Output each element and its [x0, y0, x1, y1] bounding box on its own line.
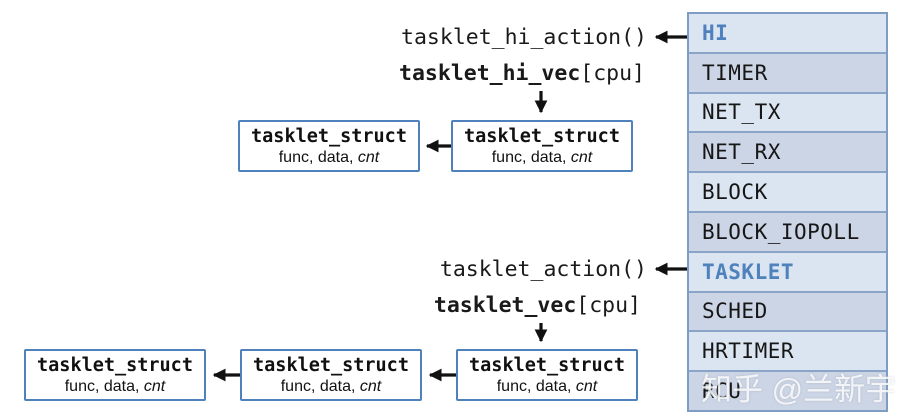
struct-fields-cnt: cnt [359, 377, 382, 395]
tasklet-struct-node-1: tasklet_struct func, data, cnt [24, 349, 206, 401]
tasklet-struct-node-3: tasklet_struct func, data, cnt [456, 349, 638, 401]
softirq-row-tasklet: TASKLET [689, 252, 886, 293]
struct-fields: func, data, cnt [492, 148, 593, 167]
tasklet-vec-index: [cpu] [576, 293, 641, 318]
softirq-row-net-tx: NET_TX [689, 93, 886, 134]
struct-fields-text: func, data, [278, 148, 358, 166]
softirq-row-sched: SCHED [689, 292, 886, 333]
struct-title: tasklet_struct [469, 354, 625, 376]
softirq-row-rcu: RCU [689, 372, 886, 410]
hi-tasklet-struct-node-1: tasklet_struct func, data, cnt [238, 120, 420, 172]
hi-vec-name: tasklet_hi_vec [399, 61, 581, 86]
struct-fields: func, data, cnt [279, 148, 380, 167]
tasklet-struct-node-2: tasklet_struct func, data, cnt [240, 349, 422, 401]
tasklet-action-label: tasklet_action() [439, 257, 647, 282]
struct-fields-text: func, data, [280, 377, 360, 395]
softirq-table: HI TIMER NET_TX NET_RX BLOCK BLOCK_IOPOL… [687, 12, 888, 412]
struct-fields-text: func, data, [491, 148, 571, 166]
tasklet-vec-name: tasklet_vec [433, 293, 577, 318]
struct-title: tasklet_struct [37, 354, 193, 376]
watermark-text: 知乎 @兰新宇 [701, 372, 897, 407]
struct-fields-text: func, data, [496, 377, 576, 395]
struct-title: tasklet_struct [253, 354, 409, 376]
struct-fields-cnt: cnt [357, 148, 380, 166]
struct-fields: func, data, cnt [65, 377, 166, 396]
struct-fields-cnt: cnt [570, 148, 593, 166]
struct-fields: func, data, cnt [281, 377, 382, 396]
hi-vec-index: [cpu] [580, 61, 645, 86]
struct-fields-cnt: cnt [575, 377, 598, 395]
hi-vec-label: tasklet_hi_vec[cpu] [399, 61, 645, 86]
struct-title: tasklet_struct [251, 125, 407, 147]
softirq-row-timer: TIMER [689, 53, 886, 94]
tasklet-vec-label: tasklet_vec[cpu] [434, 293, 641, 318]
softirq-row-hi: HI [689, 14, 886, 54]
softirq-row-net-rx: NET_RX [689, 133, 886, 174]
struct-fields: func, data, cnt [497, 377, 598, 396]
struct-fields-cnt: cnt [143, 377, 166, 395]
struct-title: tasklet_struct [464, 125, 620, 147]
softirq-row-hrtimer: HRTIMER [689, 332, 886, 373]
softirq-row-block: BLOCK [689, 173, 886, 213]
softirq-row-block-iopoll: BLOCK_IOPOLL [689, 212, 886, 253]
struct-fields-text: func, data, [64, 377, 144, 395]
hi-action-label: tasklet_hi_action() [401, 25, 647, 50]
hi-tasklet-struct-node-2: tasklet_struct func, data, cnt [451, 120, 633, 172]
